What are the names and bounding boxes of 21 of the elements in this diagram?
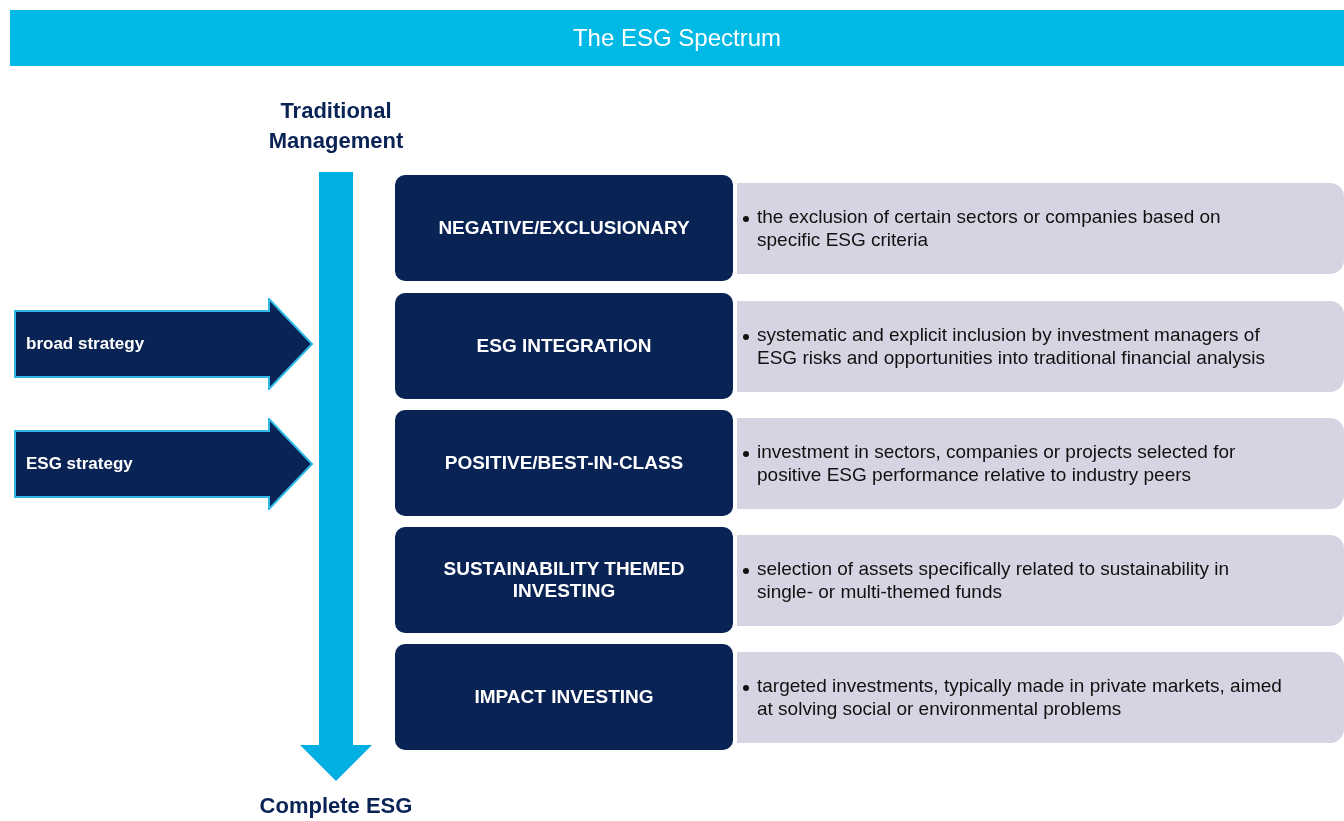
spectrum-arrow	[300, 172, 372, 781]
strategy-label: broad strategy	[25, 334, 145, 354]
description-box	[737, 652, 1344, 743]
heading-text: Traditional Management	[267, 97, 405, 155]
description-box	[737, 418, 1344, 509]
description-box	[737, 183, 1344, 274]
title-banner: The ESG Spectrum	[10, 10, 1344, 66]
description-box	[737, 535, 1344, 626]
bullet-text: the exclusion of certain sectors or companies based on specific ESG criteria	[757, 205, 1222, 251]
bullet-text: targeted investments, typically made in private markets, aimed at solving social or environmental problems	[757, 674, 1283, 720]
bullet-text: systematic and explicit inclusion by investment managers of ESG risks and opportunities into traditional financial analysis	[757, 323, 1266, 369]
category-box: NEGATIVE/EXCLUSIONARY	[395, 175, 733, 281]
bullet-text: investment in sectors, companies or projects selected for positive ESG performance relative to industry peers	[757, 440, 1237, 486]
description-box	[737, 301, 1344, 392]
category-box: SUSTAINABILITY THEMED INVESTING	[395, 527, 733, 633]
category-box: IMPACT INVESTING	[395, 644, 733, 750]
category-box: POSITIVE/BEST-IN-CLASS	[395, 410, 733, 516]
strategy-label: ESG strategy	[25, 454, 133, 474]
bullet-text: selection of assets specifically related to sustainability in single- or multi-themed funds	[757, 557, 1231, 603]
heading-text: Complete ESG	[259, 791, 413, 820]
category-box: ESG INTEGRATION	[395, 293, 733, 399]
